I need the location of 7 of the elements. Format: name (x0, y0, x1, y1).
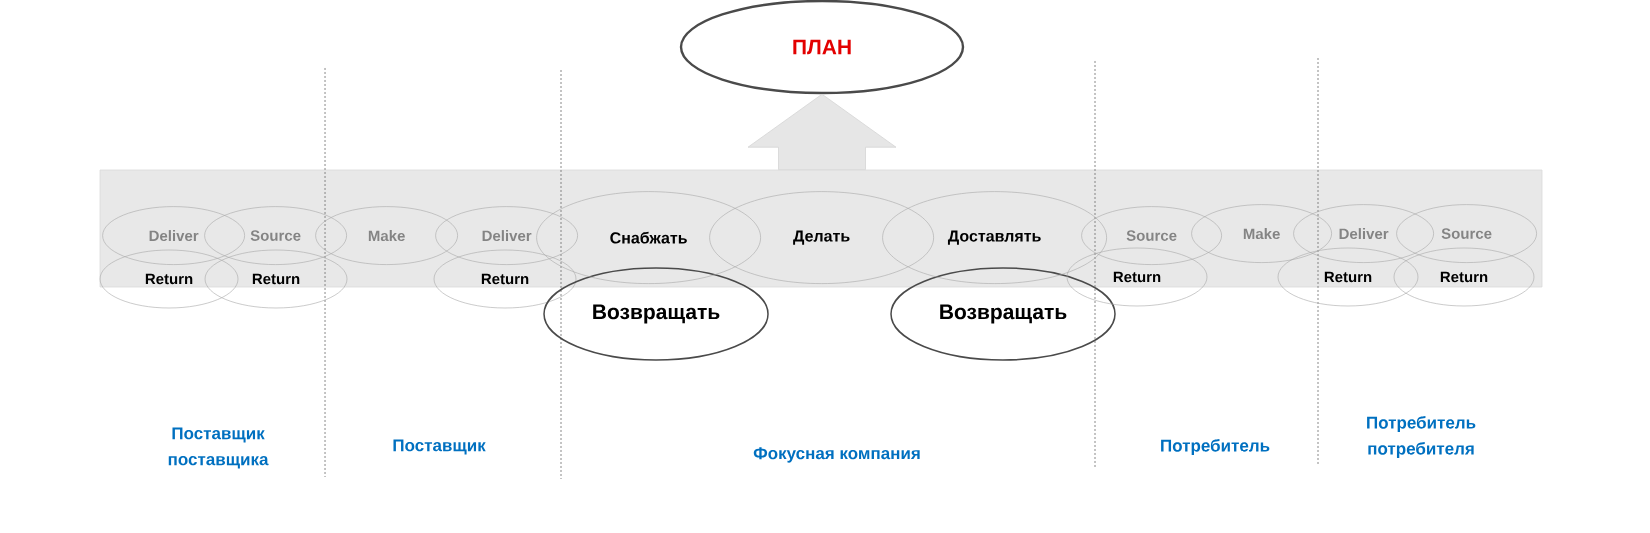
lane-label: Поставщик поставщика (168, 427, 269, 469)
lane-label: Потребитель (1161, 439, 1270, 455)
block-arrow (747, 93, 897, 170)
lane-label: Потребитель потребителя (1367, 416, 1476, 458)
lane-label: Поставщик (393, 439, 486, 455)
lane-label: Фокусная компания (753, 447, 920, 463)
process-band (99, 169, 1543, 288)
